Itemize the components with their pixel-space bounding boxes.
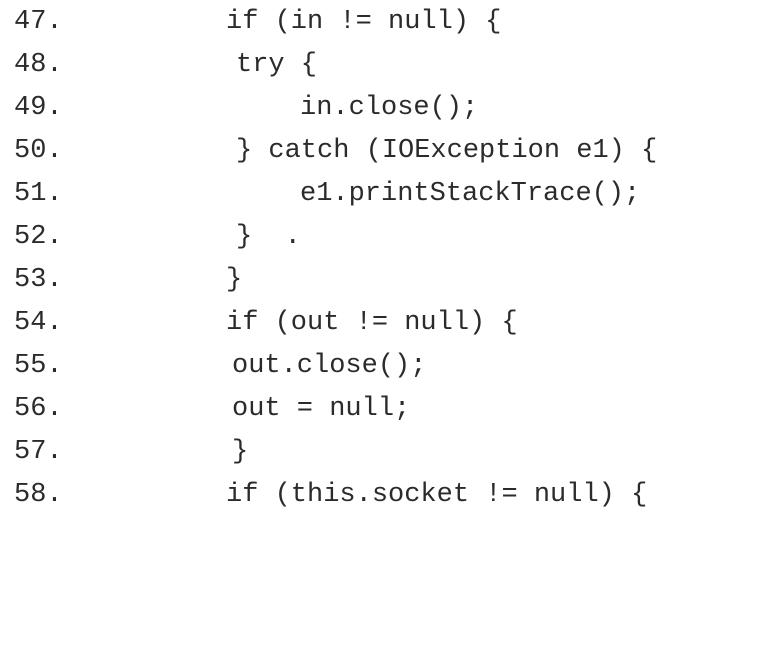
code-line-47: 47. if (in != null) { [0, 0, 501, 44]
code-line-55: 55. out.close(); [0, 344, 426, 388]
line-number: 58. [14, 480, 63, 510]
line-number: 49. [14, 93, 63, 123]
code-line-50: 50. } catch (IOException e1) { [0, 129, 657, 173]
line-number: 51. [14, 179, 63, 209]
line-code: out.close(); [232, 351, 427, 381]
line-code: if (this.socket != null) { [226, 480, 648, 510]
line-number: 57. [14, 437, 63, 467]
line-number: 53. [14, 265, 63, 295]
line-number: 50. [14, 136, 63, 166]
line-number: 52. [14, 222, 63, 252]
line-number: 54. [14, 308, 63, 338]
code-line-54: 54. if (out != null) { [0, 301, 518, 345]
line-code: } [226, 265, 243, 295]
code-line-51: 51. e1.printStackTrace(); [0, 172, 640, 216]
line-code: try { [236, 50, 318, 80]
code-line-57: 57. } [0, 430, 248, 474]
code-line-49: 49. in.close(); [0, 86, 478, 130]
line-number: 56. [14, 394, 63, 424]
line-code: out = null; [232, 394, 411, 424]
line-number: 55. [14, 351, 63, 381]
code-line-56: 56. out = null; [0, 387, 410, 431]
code-listing: 47. if (in != null) { 48. try { 49. in.c… [0, 0, 657, 517]
line-number: 48. [14, 50, 63, 80]
line-code: if (in != null) { [226, 7, 502, 37]
line-number: 47. [14, 7, 63, 37]
line-code: if (out != null) { [226, 308, 518, 338]
line-code: e1.printStackTrace(); [300, 179, 641, 209]
line-code: } . [236, 222, 301, 252]
code-line-53: 53. } [0, 258, 242, 302]
code-line-58: 58. if (this.socket != null) { [0, 473, 647, 517]
line-code: } catch (IOException e1) { [236, 136, 658, 166]
line-code: in.close(); [300, 93, 479, 123]
code-line-52: 52. } . [0, 215, 301, 259]
line-code: } [232, 437, 249, 467]
code-line-48: 48. try { [0, 43, 317, 87]
